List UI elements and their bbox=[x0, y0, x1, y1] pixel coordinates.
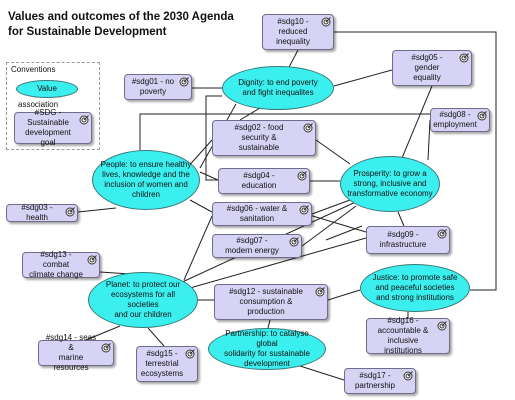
link-sdg07-prosperity bbox=[301, 205, 357, 247]
link-planet-sdg15 bbox=[147, 327, 165, 347]
value-dignity-label: Dignity: to end poverty and fight inequa… bbox=[238, 78, 318, 97]
target-icon bbox=[179, 77, 189, 87]
goal-sdg09[interactable]: #sdg09 - infrastructure bbox=[366, 226, 450, 254]
link-sdg06-prosperity bbox=[311, 199, 351, 215]
link-partnership-sdg17 bbox=[299, 365, 345, 381]
goal-sdg13[interactable]: #sdg13 - combat climate change bbox=[22, 250, 100, 279]
goal-sdg05[interactable]: #sdg05 - gender equality bbox=[392, 50, 472, 86]
link-planet-sdg09 bbox=[189, 237, 367, 289]
value-partnership-label: Partnership: to catalyse global solidari… bbox=[224, 329, 310, 368]
target-icon bbox=[65, 207, 75, 217]
link-planet-sdg06 bbox=[183, 215, 213, 281]
value-planet: Planet: to protect our ecosystems for al… bbox=[88, 272, 198, 328]
goal-sdg07-label: #sdg07 - modern energy bbox=[225, 236, 279, 255]
link-people-sdg06 bbox=[189, 199, 213, 213]
goal-sdg01[interactable]: #sdg01 - no poverty bbox=[124, 74, 192, 100]
link-sdg08-people bbox=[139, 113, 430, 150]
target-icon bbox=[437, 229, 447, 239]
goal-sdg02-label: #sdg02 - food security & sustainable bbox=[234, 123, 284, 152]
link-sdg10-justice bbox=[334, 31, 497, 291]
goal-sdg17-label: #sdg17 - partnership bbox=[354, 371, 396, 390]
legend-value-sample: Value bbox=[16, 80, 78, 98]
target-icon bbox=[79, 115, 89, 125]
legend-goal-sample: #SDG - Sustainable development goal bbox=[14, 108, 92, 147]
value-people-label: People: to ensure healthy lives, knowled… bbox=[100, 160, 192, 199]
goal-sdg13-label: #sdg13 - combat climate change bbox=[29, 250, 83, 279]
link-prosperity-sdg09 bbox=[397, 211, 405, 227]
legend-association-label: association bbox=[18, 100, 59, 109]
goal-sdg02[interactable]: #sdg02 - food security & sustainable bbox=[212, 120, 316, 156]
link-sdg12-justice bbox=[327, 289, 361, 301]
target-icon bbox=[459, 53, 469, 63]
goal-sdg03-label: #sdg03 - health bbox=[21, 203, 53, 222]
target-icon bbox=[437, 321, 447, 331]
target-icon bbox=[477, 111, 487, 121]
legend-goal-label: #SDG - Sustainable development goal bbox=[25, 108, 71, 147]
link-dignity-sdg04 bbox=[205, 95, 222, 181]
goal-sdg14[interactable]: #sdg14 - seas & marine resources bbox=[38, 333, 114, 372]
goal-sdg16-label: #sdg16 - accountable & inclusive institu… bbox=[377, 316, 429, 355]
link-dignity-sdg05 bbox=[333, 69, 393, 87]
goal-sdg04[interactable]: #sdg04 - education bbox=[218, 168, 310, 194]
goal-sdg07[interactable]: #sdg07 - modern energy bbox=[212, 234, 302, 258]
goal-sdg01-label: #sdg01 - no poverty bbox=[131, 77, 175, 96]
link-sdg05-prosperity bbox=[401, 85, 433, 159]
value-people: People: to ensure healthy lives, knowled… bbox=[92, 150, 200, 210]
link-sdg06-sdg09 bbox=[305, 213, 367, 233]
goal-sdg12[interactable]: #sdg12 - sustainable consumption & produ… bbox=[214, 284, 328, 320]
goal-sdg10[interactable]: #sdg10 - reduced inequality bbox=[262, 14, 334, 50]
goal-sdg06-label: #sdg06 - water & sanitation bbox=[226, 204, 288, 223]
link-sdg03-people bbox=[77, 207, 117, 213]
target-icon bbox=[321, 17, 331, 27]
goal-sdg06[interactable]: #sdg06 - water & sanitation bbox=[212, 202, 312, 226]
target-icon bbox=[289, 237, 299, 247]
link-planet-sdg14 bbox=[85, 325, 121, 341]
value-dignity: Dignity: to end poverty and fight inequa… bbox=[222, 66, 334, 110]
goal-sdg15-label: #sdg15 - terrestrial ecosystems bbox=[140, 349, 184, 378]
legend-value-label: Value bbox=[37, 84, 57, 93]
goal-sdg04-label: #sdg04 - education bbox=[241, 171, 277, 190]
link-sdg02-prosperity bbox=[315, 139, 351, 165]
link-sdg07-sdg09 bbox=[325, 225, 363, 241]
value-prosperity-label: Prosperity: to grow a strong, inclusive … bbox=[347, 169, 433, 198]
target-icon bbox=[185, 349, 195, 359]
target-icon bbox=[303, 123, 313, 133]
link-people-sdg04 bbox=[199, 171, 219, 181]
value-prosperity: Prosperity: to grow a strong, inclusive … bbox=[340, 156, 440, 212]
target-icon bbox=[315, 287, 325, 297]
goal-sdg12-label: #sdg12 - sustainable consumption & produ… bbox=[229, 287, 303, 316]
goal-sdg05-label: #sdg05 - gender equality bbox=[411, 53, 443, 82]
target-icon bbox=[297, 171, 307, 181]
value-partnership: Partnership: to catalyse global solidari… bbox=[208, 328, 326, 370]
target-icon bbox=[403, 371, 413, 381]
diagram-title: Values and outcomes of the 2030 Agenda f… bbox=[8, 11, 234, 38]
goal-sdg14-label: #sdg14 - seas & marine resources bbox=[45, 333, 97, 372]
goal-sdg10-label: #sdg10 - reduced inequality bbox=[276, 17, 310, 46]
goal-sdg16[interactable]: #sdg16 - accountable & inclusive institu… bbox=[366, 316, 450, 355]
goal-sdg03[interactable]: #sdg03 - health bbox=[6, 203, 78, 222]
legend-heading: Conventions bbox=[11, 65, 56, 74]
goal-sdg08[interactable]: #sdg08 - employment bbox=[430, 108, 490, 132]
goal-sdg15[interactable]: #sdg15 - terrestrial ecosystems bbox=[136, 346, 198, 382]
goal-sdg09-label: #sdg09 - infrastructure bbox=[379, 230, 427, 249]
target-icon bbox=[87, 255, 97, 265]
link-sdg08-prosperity bbox=[427, 119, 431, 161]
target-icon bbox=[299, 205, 309, 215]
target-icon bbox=[101, 343, 111, 353]
value-justice-label: Justice: to promote safe and peaceful so… bbox=[372, 273, 458, 302]
goal-sdg17[interactable]: #sdg17 - partnership bbox=[344, 368, 416, 394]
value-planet-label: Planet: to protect our ecosystems for al… bbox=[105, 280, 181, 319]
link-sdg12-partnership bbox=[267, 319, 271, 329]
goal-sdg08-label: #sdg08 - employment bbox=[433, 110, 477, 129]
value-justice: Justice: to promote safe and peaceful so… bbox=[360, 264, 470, 312]
